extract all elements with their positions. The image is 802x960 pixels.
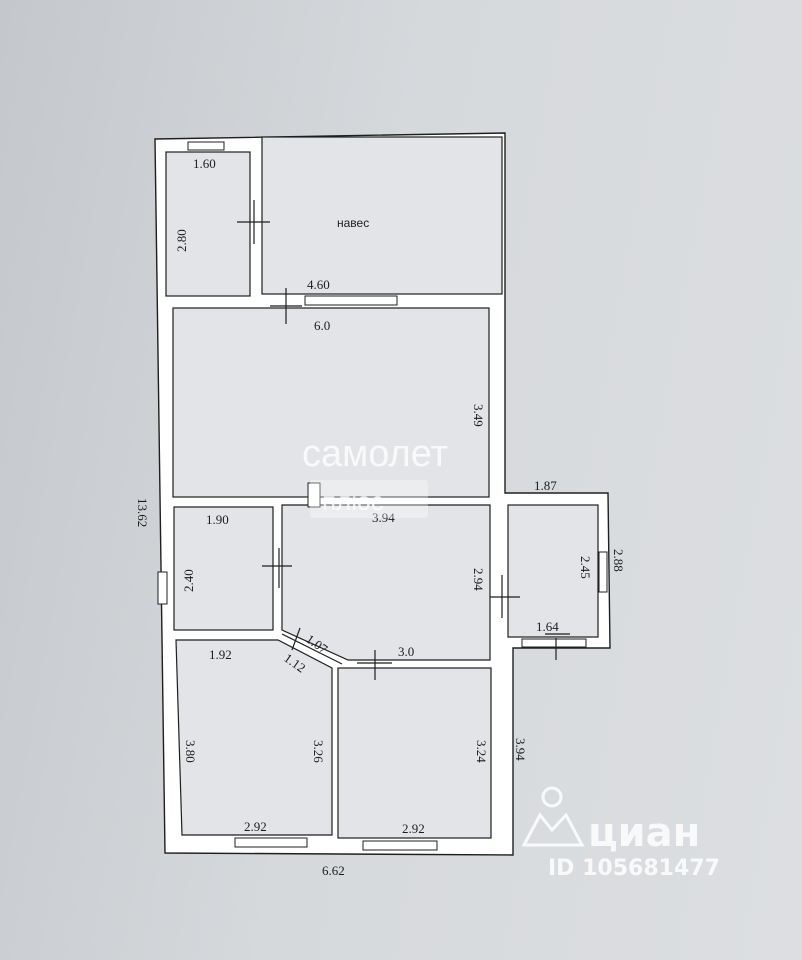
dim-bottom-left-inner-height: 3.26 (311, 740, 326, 763)
watermark-plus: плюс (322, 486, 384, 516)
room-bottom-right (337, 667, 492, 839)
watermark-plus-box (310, 480, 428, 518)
dim-hall-width: 3.0 (398, 644, 414, 659)
window-top-left (187, 141, 225, 151)
dim-bottom-right-height: 3.24 (474, 740, 489, 763)
watermark-cian-id: ID 105681477 (548, 856, 720, 881)
dim-bottom-right-bottom-width: 2.92 (402, 821, 425, 836)
dim-right-bottom-width: 1.64 (536, 619, 559, 634)
dim-right-outer-height: 3.94 (513, 738, 528, 761)
room-label-canopy: навес (337, 216, 369, 230)
dim-small-mid-height: 2.40 (181, 569, 196, 592)
room-center (281, 504, 491, 661)
dim-overall-width: 6.62 (322, 863, 345, 878)
room-top-left (165, 151, 251, 297)
dim-overall-height: 13.62 (135, 498, 150, 527)
dim-center-width: 3.94 (372, 510, 395, 525)
room-bottom-left (175, 639, 333, 836)
watermark-cian: циан (588, 810, 700, 856)
dim-right-top-width: 1.87 (534, 478, 557, 493)
dim-bottom-left-height: 3.80 (183, 740, 198, 763)
room-small-mid (173, 506, 274, 631)
window-right (598, 551, 608, 593)
window-bottom-left (234, 837, 308, 848)
window-bottom-right (362, 840, 438, 851)
cian-pin-icon (521, 786, 585, 847)
dim-top-left-height: 2.80 (174, 229, 189, 252)
window-large (304, 295, 398, 306)
room-right-small (507, 504, 599, 638)
window-right-bottom (521, 638, 587, 648)
dim-bottom-left-width: 1.92 (209, 647, 232, 662)
dim-right-height-outer: 2.88 (611, 549, 626, 572)
dim-large-height: 3.49 (471, 404, 486, 427)
door-marks (237, 200, 570, 680)
watermark-samolet: самолет (302, 433, 448, 475)
dim-center-height: 2.94 (471, 568, 486, 591)
dim-top-left-width: 1.60 (193, 156, 216, 171)
dim-small-mid-width: 1.90 (206, 512, 229, 527)
window-left (157, 571, 168, 605)
window-center-top (307, 482, 321, 508)
dim-bottom-left-bottom-width: 2.92 (244, 819, 267, 834)
room-canopy (261, 136, 503, 295)
dim-right-height-inner: 2.45 (578, 556, 593, 579)
room-large (172, 307, 490, 498)
dim-canopy-width: 4.60 (307, 277, 330, 292)
dim-large-width: 6.0 (314, 318, 330, 333)
